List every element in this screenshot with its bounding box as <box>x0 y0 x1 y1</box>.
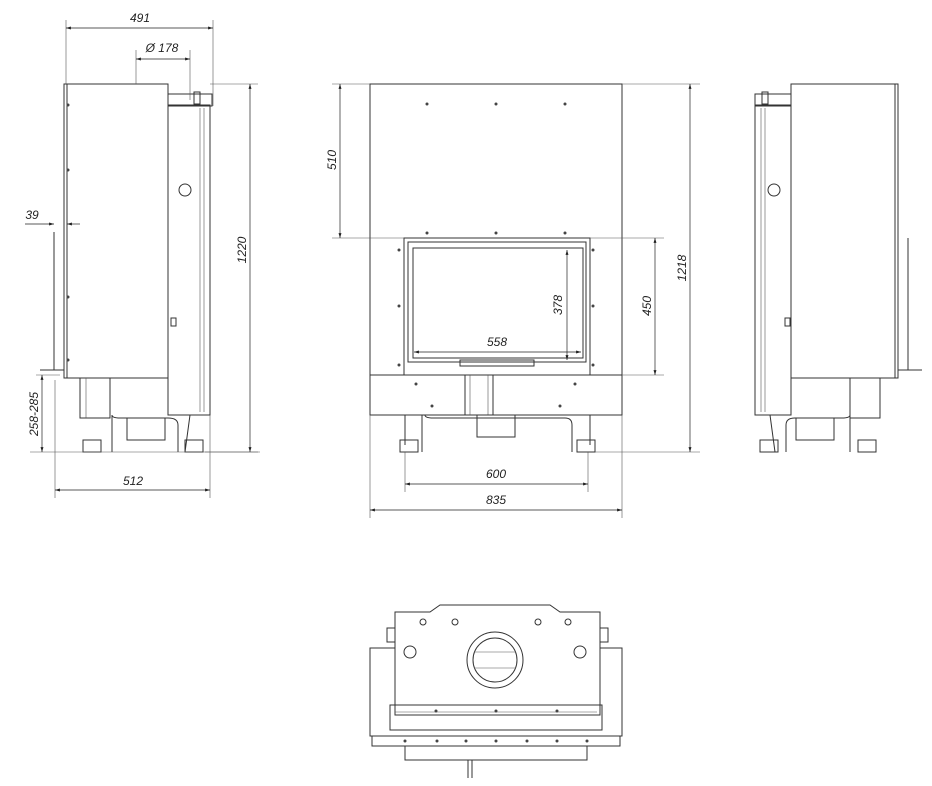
top-view <box>369 604 623 778</box>
dim-39: 39 <box>25 208 39 222</box>
dim-512: 512 <box>123 474 143 488</box>
dim-258-285: 258-285 <box>27 392 41 437</box>
dim-450: 450 <box>640 296 654 316</box>
front-view <box>369 83 623 453</box>
dim-378: 378 <box>551 295 565 315</box>
dim-558: 558 <box>487 335 507 349</box>
dim-flue-diameter: Ø 178 <box>145 41 179 55</box>
dim-835: 835 <box>486 493 506 507</box>
dim-600: 600 <box>486 467 506 481</box>
dim-491: 491 <box>130 11 150 25</box>
left-side-dimensions: 491 Ø 178 1220 39 258-285 512 <box>25 11 260 498</box>
dim-1218: 1218 <box>675 254 689 281</box>
front-dimensions: 510 378 558 450 1218 600 835 <box>325 83 700 518</box>
left-side-view <box>40 83 213 453</box>
dim-1220: 1220 <box>235 236 249 263</box>
dim-510: 510 <box>325 150 339 170</box>
right-side-view <box>754 83 922 453</box>
